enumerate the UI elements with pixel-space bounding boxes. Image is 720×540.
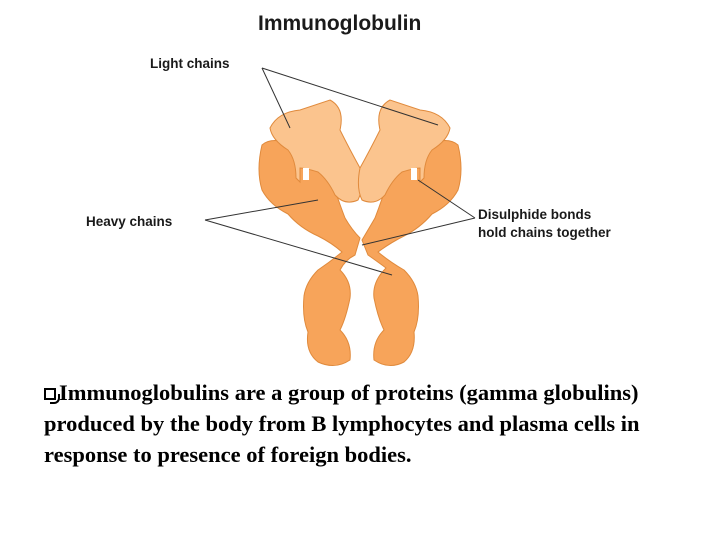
heavy-chains-label: Heavy chains [86, 214, 172, 229]
heavy-chain-right [361, 140, 462, 366]
heavy-chains [258, 140, 462, 366]
pointer-light-left [261, 67, 291, 129]
heavy-chain-left [258, 140, 361, 366]
immunoglobulin-diagram: Immunoglobulin Light chains Heavy chains [86, 12, 612, 366]
description-paragraph: Immunoglobulins are a group of proteins … [44, 377, 704, 470]
light-chains [269, 99, 451, 203]
light-chain-left [269, 99, 363, 203]
light-chain-right [357, 99, 451, 203]
pointer-heavy-left [204, 199, 319, 221]
description-text: Immunoglobulins are a group of proteins … [44, 380, 640, 467]
pointer-bond-lower [361, 217, 476, 246]
pointer-heavy-right [204, 219, 393, 276]
diagram-title: Immunoglobulin [258, 12, 421, 35]
pointer-light-right [261, 67, 439, 126]
pointer-bond-upper [417, 179, 476, 219]
pointer-lines [204, 67, 476, 276]
disulphide-bonds [303, 168, 417, 180]
bond-right [411, 168, 417, 180]
light-chains-label: Light chains [150, 56, 230, 71]
disulphide-label-line1: Disulphide bonds [478, 207, 591, 222]
disulphide-label-line2: hold chains together [478, 225, 612, 240]
square-bullet-icon [44, 388, 60, 404]
bond-left [303, 168, 309, 180]
